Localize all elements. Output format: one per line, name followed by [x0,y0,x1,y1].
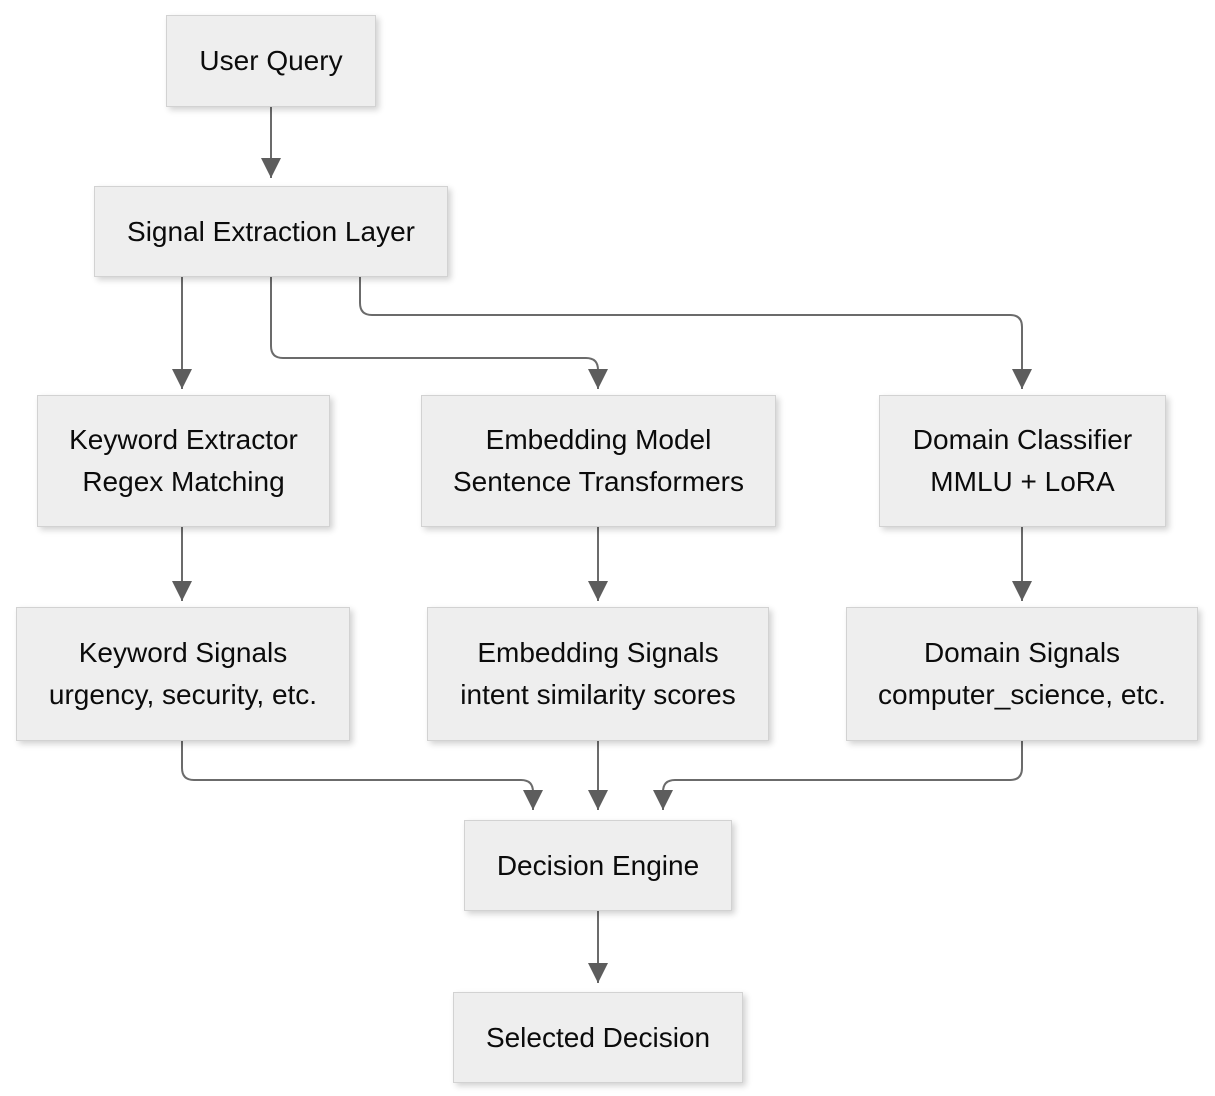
node-embedding-model: Embedding Model Sentence Transformers [421,395,776,527]
node-embedding-signals: Embedding Signals intent similarity scor… [427,607,769,741]
node-domain-classifier-sublabel: MMLU + LoRA [930,466,1115,497]
node-decision-engine-label: Decision Engine [496,849,700,881]
node-selected-decision: Selected Decision [453,992,743,1083]
node-embedding-signals-sublabel: intent similarity scores [460,679,736,710]
node-domain-classifier: Domain Classifier MMLU + LoRA [879,395,1166,527]
edge-domain-signals-to-decision-engine [653,741,1023,810]
node-embedding-model-sublabel: Sentence Transformers [452,466,745,497]
node-signal-extraction-layer-label: Signal Extraction Layer [127,215,415,247]
node-domain-signals: Domain Signals computer_science, etc. [846,607,1198,741]
node-user-query-label: User Query [199,45,343,76]
node-selected-decision-label: Selected Decision [485,1021,711,1053]
node-keyword-signals: Keyword Signals urgency, security, etc. [16,607,350,741]
node-embedding-signals-label: Embedding Signals [477,637,719,668]
node-domain-signals-label: Domain Signals [923,637,1121,668]
edge-signal-extraction-to-domain-classifier [359,277,1032,389]
node-keyword-extractor-label: Keyword Extractor [69,424,298,455]
node-embedding-model-label: Embedding Model [485,424,712,455]
node-keyword-signals-sublabel: urgency, security, etc. [48,679,318,710]
node-decision-engine: Decision Engine [464,820,732,911]
node-domain-classifier-label: Domain Classifier [912,424,1133,455]
node-keyword-signals-label: Keyword Signals [78,637,288,668]
node-keyword-extractor: Keyword Extractor Regex Matching [37,395,330,527]
node-keyword-extractor-sublabel: Regex Matching [82,466,285,497]
node-signal-extraction-layer: Signal Extraction Layer [94,186,448,277]
edge-signal-extraction-to-embedding-model [270,277,608,389]
node-user-query: User Query [166,15,376,107]
edge-keyword-signals-to-decision-engine [181,741,543,810]
node-domain-signals-sublabel: computer_science, etc. [878,679,1166,710]
